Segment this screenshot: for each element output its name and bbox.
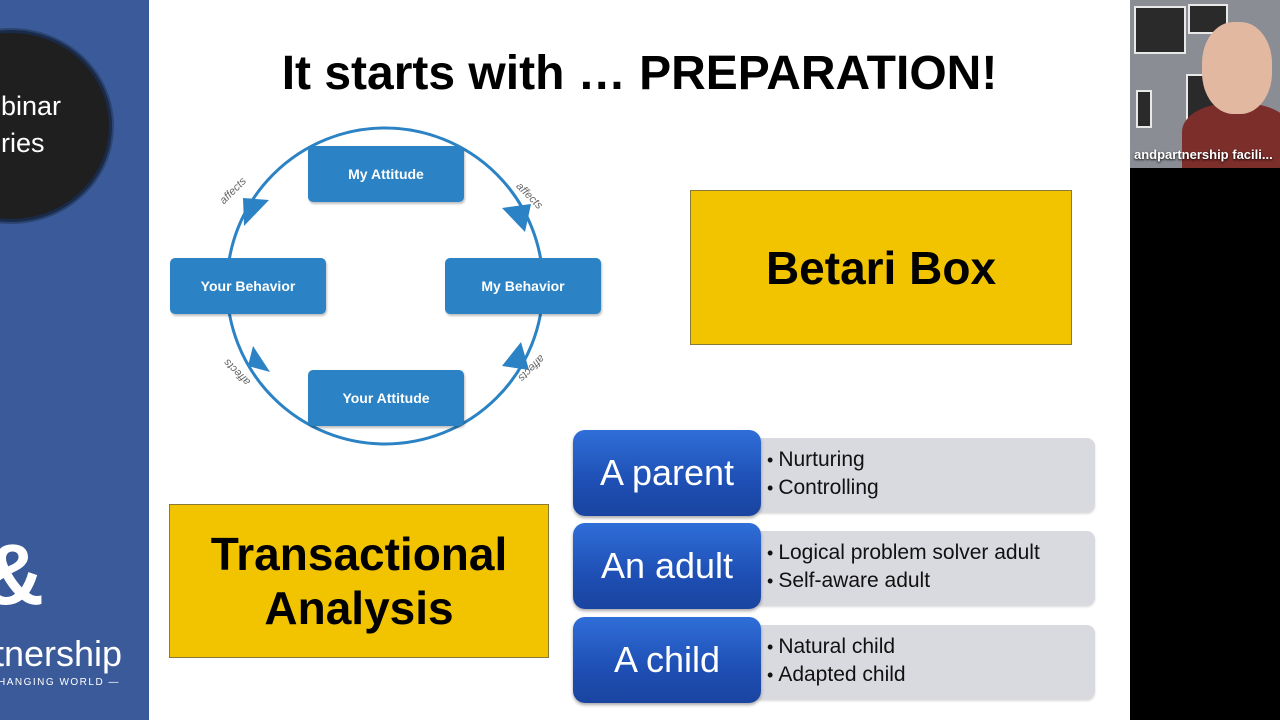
ta-state-label: An adult — [573, 523, 761, 609]
ta-state-label: A child — [573, 617, 761, 703]
arrow-head-bottom-right — [502, 342, 529, 370]
ta-bullet: Nurturing — [767, 446, 879, 474]
brand-tagline: HANGING WORLD — — [0, 677, 120, 688]
transactional-line2: Analysis — [264, 582, 454, 634]
participant-shirt — [1182, 104, 1280, 168]
ta-state-child: A child Natural child Adapted child — [573, 617, 1095, 703]
slide-title: It starts with … PREPARATION! — [281, 47, 998, 100]
background-picture-frame — [1134, 6, 1186, 54]
badge-text-line2: ries — [1, 128, 45, 158]
betari-box-label: Betari Box — [690, 190, 1072, 345]
brand-name: tnership — [0, 633, 123, 674]
ta-bullet-list: Nurturing Controlling — [767, 446, 879, 502]
cycle-my-behavior: My Behavior — [445, 258, 601, 314]
background-picture-frame — [1136, 90, 1152, 128]
brand-logo-ampersand: & — [0, 532, 44, 618]
presentation-slide: It starts with … PREPARATION! My Attitud… — [149, 0, 1130, 720]
participant-face — [1202, 22, 1272, 114]
arrow-head-bottom-left — [248, 346, 270, 372]
transactional-line1: Transactional — [210, 528, 508, 580]
ta-bullet: Logical problem solver adult — [767, 539, 1039, 567]
cycle-my-attitude: My Attitude — [308, 146, 464, 202]
arrow-head-top-left — [243, 198, 269, 226]
ta-bullet: Adapted child — [767, 661, 905, 689]
cycle-your-attitude: Your Attitude — [308, 370, 464, 426]
ta-bullet: Self-aware adult — [767, 567, 1040, 595]
ta-state-adult: An adult Logical problem solver adult Se… — [573, 523, 1095, 609]
ta-state-label: A parent — [573, 430, 761, 516]
webinar-series-badge: binar ries — [0, 30, 112, 222]
transactional-analysis-box: Transactional Analysis — [169, 504, 549, 658]
badge-text-line1: binar — [1, 91, 62, 121]
ta-bullet-list: Natural child Adapted child — [767, 633, 906, 689]
ta-state-parent: A parent Nurturing Controlling — [573, 430, 1095, 516]
presenter-branding-panel: binar ries & tnership HANGING WORLD — — [0, 0, 149, 720]
cycle-your-behavior: Your Behavior — [170, 258, 326, 314]
ta-bullet: Controlling — [767, 474, 878, 502]
ta-bullet-list: Logical problem solver adult Self-aware … — [767, 539, 1040, 595]
participant-video-tile[interactable]: andpartnership facili... — [1130, 0, 1280, 168]
arrow-head-top-right — [502, 204, 531, 232]
participant-name-label: andpartnership facili... — [1134, 147, 1273, 162]
ta-bullet: Natural child — [767, 633, 906, 661]
